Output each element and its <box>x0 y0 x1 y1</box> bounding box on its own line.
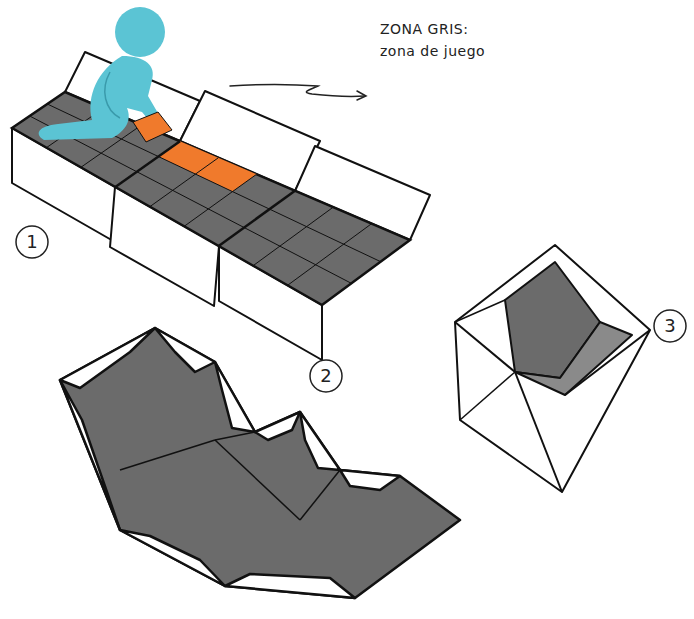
label-holder: 2 <box>312 362 340 390</box>
person <box>39 7 172 142</box>
label-holder: ZONA GRIS: zona de juego <box>380 18 488 62</box>
callout-number: 3 <box>656 312 684 340</box>
number-circles <box>16 226 686 392</box>
note-text: ZONA GRIS: zona de juego <box>380 18 488 62</box>
pointer-arrow <box>230 85 366 101</box>
label-holder: 1 <box>18 228 46 256</box>
label-holder: 3 <box>656 312 684 340</box>
folded-model <box>60 328 460 598</box>
orange-cells <box>158 141 256 191</box>
callout-number: 2 <box>312 362 340 390</box>
box-model <box>455 245 650 492</box>
flaps <box>12 52 430 360</box>
callout-number: 1 <box>18 228 46 256</box>
